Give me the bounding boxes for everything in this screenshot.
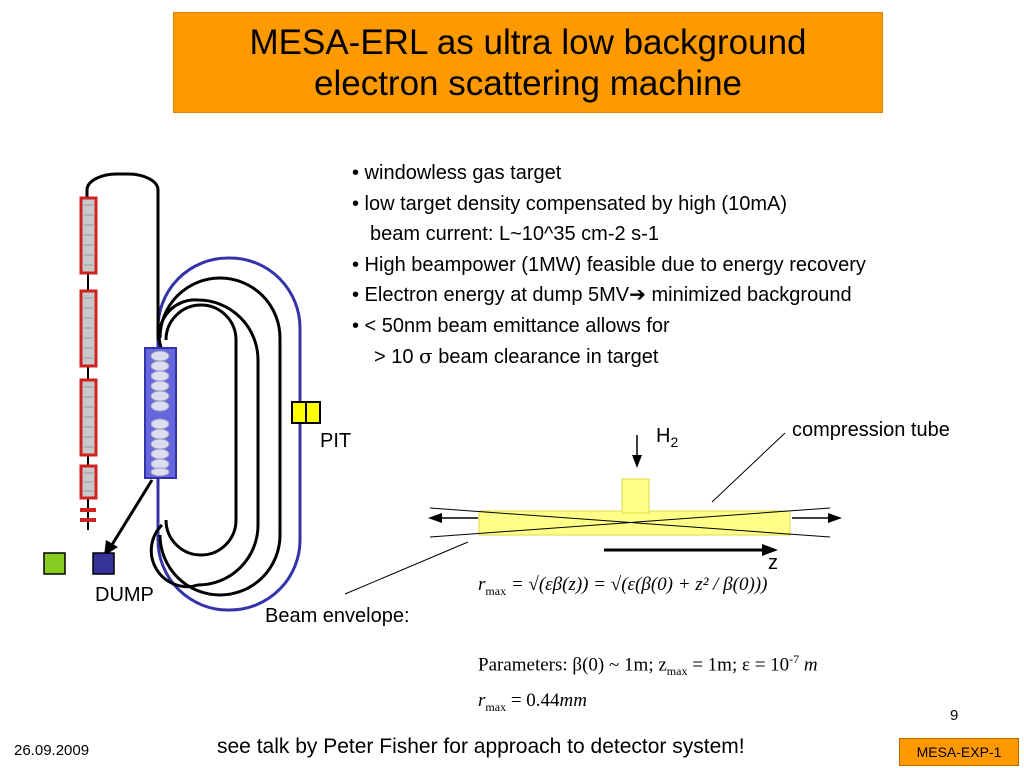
h2-label-main: H [656, 425, 671, 447]
title-line-2: electron scattering machine [314, 63, 742, 103]
h2-label-sub: 2 [670, 434, 679, 450]
result-unit: mm [559, 690, 587, 711]
outer-recirculation-track [156, 256, 302, 612]
z-axis-label: z [768, 552, 778, 574]
bullet-5: • < 50nm beam emittance allows for [352, 314, 670, 337]
bullet-5-cont-suffix: beam clearance in target [432, 346, 659, 368]
compression-tube-pointer [711, 432, 786, 503]
innermost-recirculation-track [164, 303, 238, 557]
h2-inlet-arrow-icon [632, 455, 642, 468]
dump-green [43, 552, 66, 575]
rmax-formula: rmax = √(εβ(z)) = √(ε(β(0) + z² / β(0))) [478, 574, 767, 599]
gas-inlet [621, 478, 650, 514]
params-zsub: max [666, 664, 688, 679]
footer-tag: MESA-EXP-1 [899, 738, 1019, 766]
sigma-symbol: σ [419, 344, 433, 368]
bullet-4-suffix: minimized background [645, 284, 852, 306]
envelope-line-2 [429, 507, 831, 538]
rmax-sub: max [485, 583, 507, 598]
footer-note: see talk by Peter Fisher for approach to… [217, 735, 745, 758]
bullet-1: • windowless gas target [352, 162, 562, 184]
z-axis-arrow-icon [762, 544, 778, 556]
footer-date: 26.09.2009 [14, 742, 90, 759]
result-sub: max [485, 699, 507, 714]
bullet-list: • windowless gas target • low target den… [352, 158, 1022, 373]
result-r: r [478, 690, 486, 711]
rmax-rhs: = √(εβ(z)) = √(ε(β(0) + z² / β(0))) [506, 574, 768, 595]
parameters-formula: Parameters: β(0) ~ 1m; zmax = 1m; ε = 10… [478, 652, 818, 679]
middle-recirculation-track [158, 276, 282, 597]
title-line-1: MESA-ERL as ultra low background [249, 22, 807, 62]
beam-envelope-label: Beam envelope: [265, 605, 410, 627]
beam-right-arrow-icon [828, 513, 842, 523]
beam-envelope-pointer [344, 541, 469, 595]
rmax-r: r [478, 574, 486, 595]
h2-label: H2 [656, 425, 678, 450]
title-box: MESA-ERL as ultra low background electro… [173, 12, 883, 113]
dump-beamline [108, 479, 154, 549]
bullet-5-continuation: > 10 σ beam clearance in target [352, 341, 1022, 373]
inner-recirculation-track [149, 298, 260, 589]
injector-arc [85, 172, 160, 340]
bullet-5-cont-prefix: > 10 [374, 346, 420, 368]
params-unit: m [799, 654, 818, 676]
linac-cells [150, 350, 170, 477]
bullet-2-continuation: beam current: L~10^35 cm-2 s-1 [370, 223, 659, 245]
params-text: Parameters: β(0) ~ 1m; z [478, 654, 667, 676]
compression-tube-label: compression tube [792, 419, 950, 441]
dump-arrowhead [104, 540, 118, 556]
dump-blue [92, 552, 115, 575]
result-formula: rmax = 0.44mm [478, 690, 587, 715]
dump-label: DUMP [95, 584, 154, 606]
bullet-2: • low target density compensated by high… [352, 192, 787, 215]
injector-cell-marks [84, 204, 93, 492]
params-rest: = 1m; ε = 10 [687, 654, 790, 676]
bullet-4-text: • Electron energy at dump 5MV [352, 284, 630, 306]
pit-label: PIT [320, 430, 352, 452]
page-number: 9 [950, 707, 959, 724]
right-arrow-icon: ➔ [629, 284, 646, 306]
bullet-3: • High beampower (1MW) feasible due to e… [352, 253, 866, 276]
params-exp: -7 [789, 652, 800, 666]
beam-left-arrow-icon [428, 513, 442, 523]
bullet-4: • Electron energy at dump 5MV➔ minimized… [352, 280, 1022, 311]
result-rhs: = 0.44 [506, 690, 560, 711]
